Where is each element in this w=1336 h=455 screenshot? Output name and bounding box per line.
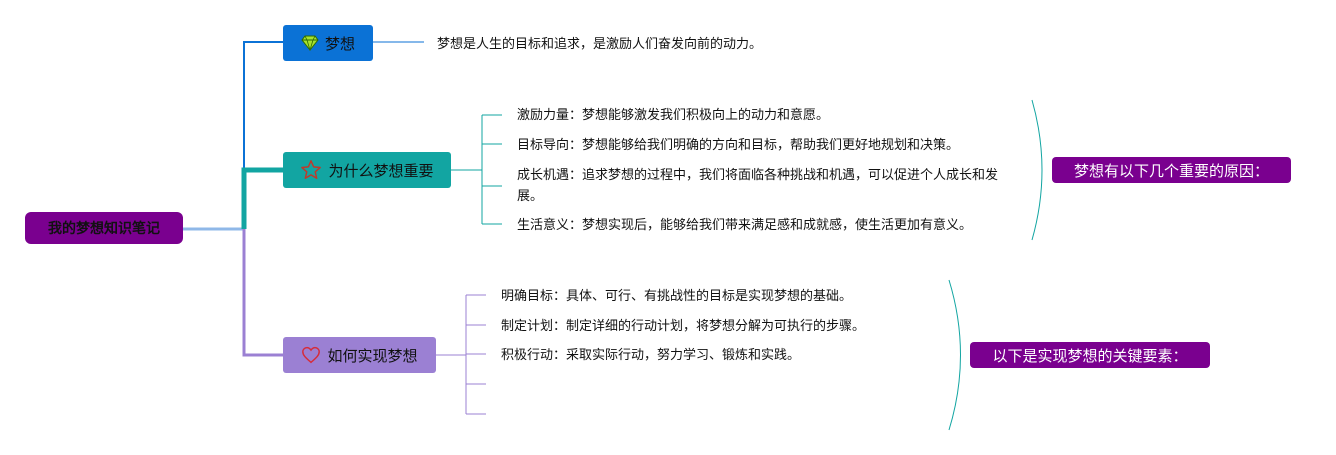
summary-label: 以下是实现梦想的关键要素： — [992, 346, 1188, 365]
summary-node-why-important[interactable]: 梦想有以下几个重要的原因： — [1052, 157, 1291, 183]
branch-2-connector — [241, 167, 283, 229]
summary-node-how-to-achieve[interactable]: 以下是实现梦想的关键要素： — [970, 342, 1210, 368]
branch-label: 为什么梦想重要 — [328, 161, 434, 180]
leaf-item[interactable]: 成长机遇：追求梦想的过程中，我们将面临各种挑战和机遇，可以促进个人成长和发展。 — [517, 168, 999, 204]
summary-bracket-2 — [948, 279, 961, 431]
branch-label: 如何实现梦想 — [327, 346, 418, 365]
branch-1-connector — [243, 41, 283, 229]
root-node[interactable]: 我的梦想知识笔记 — [25, 212, 183, 244]
branch-node-dream[interactable]: 梦想 — [283, 25, 373, 61]
branch-3-leaf-trunk — [436, 295, 467, 414]
leaf-item[interactable]: 积极行动：采取实际行动，努力学习、锻炼和实践。 — [501, 348, 801, 363]
leaf-item[interactable]: 目标导向：梦想能够给我们明确的方向和目标，帮助我们更好地规划和决策。 — [517, 138, 960, 153]
branch-3-connector — [242, 229, 283, 357]
heart-icon — [301, 346, 321, 364]
branch-node-how-to-achieve[interactable]: 如何实现梦想 — [283, 337, 436, 373]
branch-label: 梦想 — [324, 34, 355, 53]
summary-label: 梦想有以下几个重要的原因： — [1073, 161, 1269, 180]
root-title: 我的梦想知识笔记 — [48, 221, 160, 237]
leaf-item[interactable]: 明确目标：具体、可行、有挑战性的目标是实现梦想的基础。 — [501, 289, 853, 304]
diamond-icon — [301, 35, 319, 51]
leaf-item[interactable]: 制定计划：制定详细的行动计划，将梦想分解为可执行的步骤。 — [501, 319, 866, 334]
branch-3-leaf-ticks — [466, 294, 486, 415]
leaf-item[interactable]: 生活意义：梦想实现后，能够给我们带来满足感和成就感，使生活更加有意义。 — [517, 218, 973, 233]
leaf-item[interactable]: 激励力量：梦想能够激发我们积极向上的动力和意愿。 — [517, 108, 830, 123]
star-icon — [300, 159, 322, 181]
branch-2-leaf-ticks — [482, 114, 502, 225]
leaf-item[interactable]: 梦想是人生的目标和追求，是激励人们奋发向前的动力。 — [437, 37, 763, 52]
branch-2-leaf-trunk — [451, 115, 483, 224]
branch-node-why-important[interactable]: 为什么梦想重要 — [283, 152, 451, 188]
summary-bracket-1 — [1031, 99, 1043, 241]
